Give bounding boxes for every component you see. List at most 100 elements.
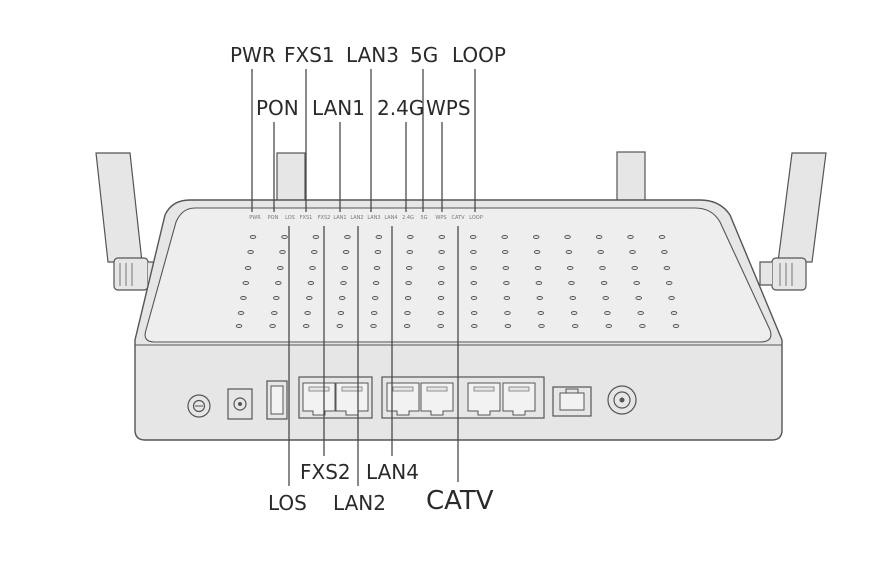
vent-hole xyxy=(639,324,646,328)
vent-hole xyxy=(237,311,245,315)
vent-hole xyxy=(371,296,379,300)
vent-hole xyxy=(571,324,579,328)
led-label-2-4g: 2.4G xyxy=(402,215,414,221)
ethernet-jack xyxy=(335,382,369,416)
led-label-loop: LOOP xyxy=(469,215,483,221)
vent-hole xyxy=(407,235,414,239)
callout-5g: 5G xyxy=(410,43,439,67)
vent-hole xyxy=(247,250,254,254)
callout-loop: LOOP xyxy=(452,43,506,67)
callout-pwr: PWR xyxy=(230,43,276,67)
ethernet-jacks xyxy=(302,382,536,416)
vent-hole xyxy=(312,235,320,239)
vent-hole xyxy=(661,250,668,254)
vent-hole xyxy=(337,311,345,315)
vent-hole xyxy=(344,235,351,239)
vent-hole xyxy=(604,311,611,315)
vent-hole xyxy=(374,250,382,254)
vent-hole xyxy=(564,235,571,239)
vent-hole xyxy=(403,324,411,328)
vent-hole xyxy=(570,311,578,315)
vent-hole xyxy=(370,311,378,315)
ethernet-jack xyxy=(467,382,501,416)
vent-hole xyxy=(569,296,577,300)
vent-hole xyxy=(471,324,478,328)
vent-hole xyxy=(672,324,680,328)
vent-hole xyxy=(281,235,288,239)
led-label-lan1: LAN1 xyxy=(333,215,346,221)
vent-hole xyxy=(670,311,678,315)
vent-hole xyxy=(566,266,574,270)
vent-hole xyxy=(242,281,250,285)
callout-lan4: LAN4 xyxy=(366,460,419,484)
vent-hole xyxy=(279,250,286,254)
vent-hole xyxy=(470,250,477,254)
vent-hole xyxy=(600,281,608,285)
antenna-back-left xyxy=(276,152,306,209)
vent-hole xyxy=(665,281,673,285)
vent-hole xyxy=(637,311,644,315)
vent-hole xyxy=(597,250,604,254)
vent-hole xyxy=(437,311,445,315)
callout-catv: CATV xyxy=(426,486,494,516)
vent-hole xyxy=(502,266,510,270)
vent-hole xyxy=(470,281,478,285)
power-switch xyxy=(266,380,288,420)
led-label-pon: PON xyxy=(268,215,279,221)
vent-hole xyxy=(504,311,511,315)
vent-hole xyxy=(535,281,543,285)
vent-hole xyxy=(565,250,573,254)
vent-hole xyxy=(404,311,411,315)
ethernet-jack xyxy=(420,382,454,416)
ethernet-jack xyxy=(502,382,536,416)
vent-hole xyxy=(338,296,346,300)
catv-port-right xyxy=(607,385,637,415)
vent-hole xyxy=(340,281,347,285)
vent-hole xyxy=(405,281,412,285)
vent-hole xyxy=(633,281,640,285)
vent-hole xyxy=(534,266,542,270)
led-label-pwr: PWR xyxy=(249,215,261,221)
vent-hole xyxy=(437,296,445,300)
vent-hole xyxy=(437,324,444,328)
led-label-5g: 5G xyxy=(420,215,427,221)
vent-hole xyxy=(273,296,280,300)
vent-hole xyxy=(635,296,642,300)
vent-hole xyxy=(269,324,276,328)
vent-hole xyxy=(249,235,257,239)
vent-hole xyxy=(602,296,609,300)
vent-hole xyxy=(470,311,478,315)
vent-hole xyxy=(277,266,284,270)
vent-hole xyxy=(504,324,512,328)
ventilation-holes xyxy=(235,235,680,328)
vent-hole xyxy=(663,266,671,270)
pon-port xyxy=(552,386,592,417)
led-label-catv: CATV xyxy=(452,215,466,221)
vent-hole xyxy=(658,235,666,239)
vent-hole xyxy=(240,296,247,300)
vent-hole xyxy=(538,324,545,328)
callout-fxs2: FXS2 xyxy=(300,460,351,484)
vent-hole xyxy=(309,266,316,270)
antenna-back-right xyxy=(616,151,646,208)
led-label-lan3: LAN3 xyxy=(367,215,380,221)
vent-hole xyxy=(469,235,477,239)
callout-los: LOS xyxy=(268,491,307,515)
ethernet-jack xyxy=(386,382,420,416)
vent-hole xyxy=(341,266,349,270)
vent-hole xyxy=(306,296,313,300)
vent-hole xyxy=(627,235,634,239)
callout-wps: WPS xyxy=(426,96,471,120)
vent-hole xyxy=(244,266,252,270)
vent-hole xyxy=(438,235,446,239)
vent-hole xyxy=(501,235,508,239)
power-jack xyxy=(227,388,253,420)
callout-lan3: LAN3 xyxy=(346,43,399,67)
led-label-los: LOS xyxy=(285,215,295,221)
vent-hole xyxy=(631,266,638,270)
vent-hole xyxy=(342,250,350,254)
catv-port-left xyxy=(187,394,211,418)
vent-hole xyxy=(235,324,243,328)
ethernet-jack xyxy=(302,382,336,416)
